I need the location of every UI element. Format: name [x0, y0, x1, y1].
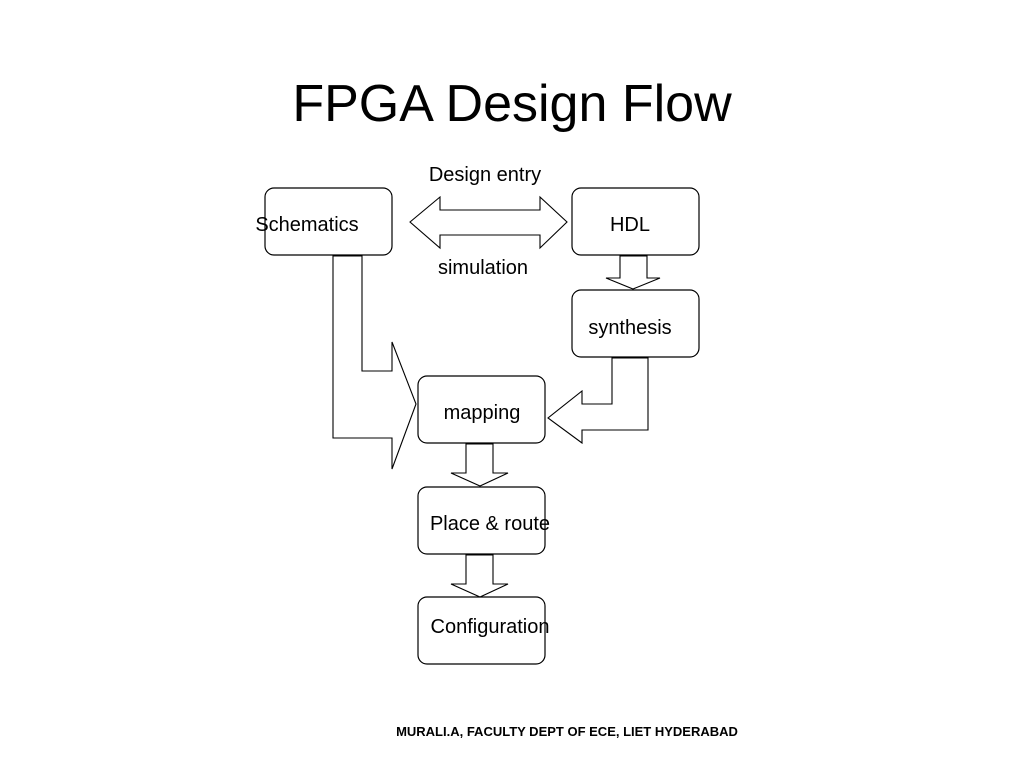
design-entry-double-arrow	[409, 195, 568, 250]
place-route-to-configuration-arrow	[450, 554, 509, 598]
hdl-to-synthesis-arrow	[605, 255, 661, 290]
schematics-label: Schematics	[255, 214, 358, 236]
simulation-label: simulation	[438, 257, 528, 279]
schematics-to-mapping-arrow	[332, 255, 417, 470]
synthesis-label: synthesis	[588, 317, 671, 339]
hdl-label: HDL	[610, 214, 650, 236]
hdl-box	[571, 187, 700, 256]
configuration-box	[417, 596, 546, 665]
slide-title: FPGA Design Flow	[292, 75, 732, 133]
mapping-box	[417, 375, 546, 444]
schematics-box	[264, 187, 393, 256]
place-route-box	[417, 486, 546, 555]
mapping-label: mapping	[444, 402, 521, 424]
synthesis-box	[571, 289, 700, 358]
place-route-label: Place & route	[430, 513, 550, 535]
configuration-label: Configuration	[431, 616, 550, 638]
synthesis-to-mapping-arrow	[547, 357, 649, 445]
design-entry-label: Design entry	[429, 164, 541, 186]
slide-footer: MURALI.A, FACULTY DEPT OF ECE, LIET HYDE…	[396, 724, 738, 739]
mapping-to-place-route-arrow	[450, 443, 509, 487]
